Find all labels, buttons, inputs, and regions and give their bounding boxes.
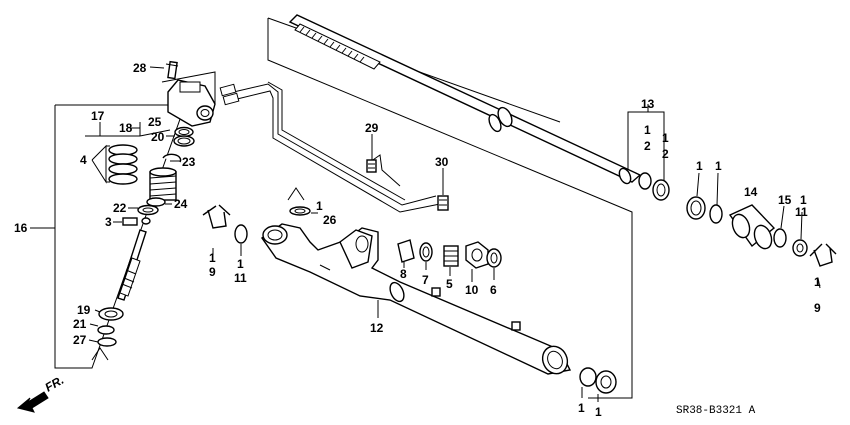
- valve-group-outline: [54, 104, 186, 369]
- callout-17: 17: [91, 109, 105, 123]
- pinion-shaft: [117, 229, 147, 301]
- callout-1-k: 1: [595, 405, 602, 419]
- bushing-8: [397, 239, 415, 263]
- callout-11-b: 11: [234, 271, 247, 285]
- callout-numbers: 28 17 18 25 20 4 23 22 24 3 16 19 21 27 …: [14, 61, 821, 419]
- pipe-fitting-30: [437, 172, 449, 211]
- callout-21: 21: [73, 317, 87, 331]
- callout-1-i: 1: [316, 199, 323, 213]
- callout-1-f: 1: [814, 275, 821, 289]
- direction-label: FR.: [43, 373, 67, 395]
- seal-1-bottom-a: [579, 367, 597, 387]
- ring-15: [773, 228, 787, 248]
- callout-1-a: 1: [644, 123, 651, 137]
- clamp-9-right: [809, 243, 837, 267]
- callout-19: 19: [77, 303, 91, 317]
- callout-20: 20: [151, 130, 165, 144]
- callout-2-b: 2: [662, 147, 669, 161]
- cap-27: [97, 337, 117, 347]
- callout-18: 18: [119, 121, 133, 135]
- callout-27: 27: [73, 333, 87, 347]
- pin-3: [122, 217, 138, 226]
- valve-body: [165, 60, 216, 127]
- seal-rings-4: [108, 144, 138, 185]
- callout-1-c: 1: [696, 159, 703, 173]
- diagram-code: SR38-B3321 A: [676, 405, 756, 417]
- callout-29: 29: [365, 121, 379, 135]
- callout-3: 3: [105, 215, 112, 229]
- rack-shaft: [288, 14, 642, 185]
- callout-1-j: 1: [578, 401, 585, 415]
- rack-group-outline: [267, 18, 633, 399]
- callout-23: 23: [182, 155, 196, 169]
- callout-9-a: 9: [814, 301, 821, 315]
- ring-2-a: [638, 172, 652, 190]
- callout-14: 14: [744, 185, 758, 199]
- callout-6: 6: [490, 283, 497, 297]
- valve-spool-spring: [149, 167, 177, 201]
- leader-lines: [85, 66, 821, 402]
- callout-22: 22: [113, 201, 127, 215]
- callout-2-a: 2: [644, 139, 651, 153]
- callout-28: 28: [133, 61, 147, 75]
- callout-12: 12: [370, 321, 384, 335]
- pressure-lines: [219, 81, 441, 213]
- callout-11-a: 11: [795, 205, 808, 219]
- front-direction-arrow: [16, 391, 49, 413]
- callout-1-h: 1: [237, 257, 244, 271]
- callout-16: 16: [14, 221, 28, 235]
- washer-21: [97, 325, 115, 335]
- callout-8: 8: [400, 267, 407, 281]
- clamp-9-left: [202, 204, 231, 229]
- boot-14: [728, 204, 776, 250]
- ring-1-right-b: [709, 204, 723, 224]
- callout-15: 15: [778, 193, 792, 207]
- callout-5: 5: [446, 277, 453, 291]
- callout-1-e: 1: [800, 193, 807, 207]
- callout-10: 10: [465, 283, 479, 297]
- callout-1-b: 1: [662, 131, 669, 145]
- spring-5: [443, 245, 459, 267]
- callout-4: 4: [80, 153, 87, 167]
- callout-24: 24: [174, 197, 188, 211]
- callout-26: 26: [323, 213, 337, 227]
- callout-1-g: 1: [209, 251, 216, 265]
- valve-subgroup-outline: [161, 71, 216, 105]
- callout-1-d: 1: [715, 159, 722, 173]
- pipe-fitting-29: [366, 138, 377, 173]
- valve-seal-rings: [173, 126, 195, 147]
- circlip-23: [162, 153, 182, 163]
- callout-7: 7: [422, 273, 429, 287]
- callout-30: 30: [435, 155, 449, 169]
- callout-13: 13: [641, 97, 655, 111]
- callout-9-b: 9: [209, 265, 216, 279]
- gearbox-housing: [261, 223, 572, 375]
- bushing-11-left: [234, 224, 248, 244]
- washer-24: [146, 197, 166, 207]
- callout-25: 25: [148, 115, 162, 129]
